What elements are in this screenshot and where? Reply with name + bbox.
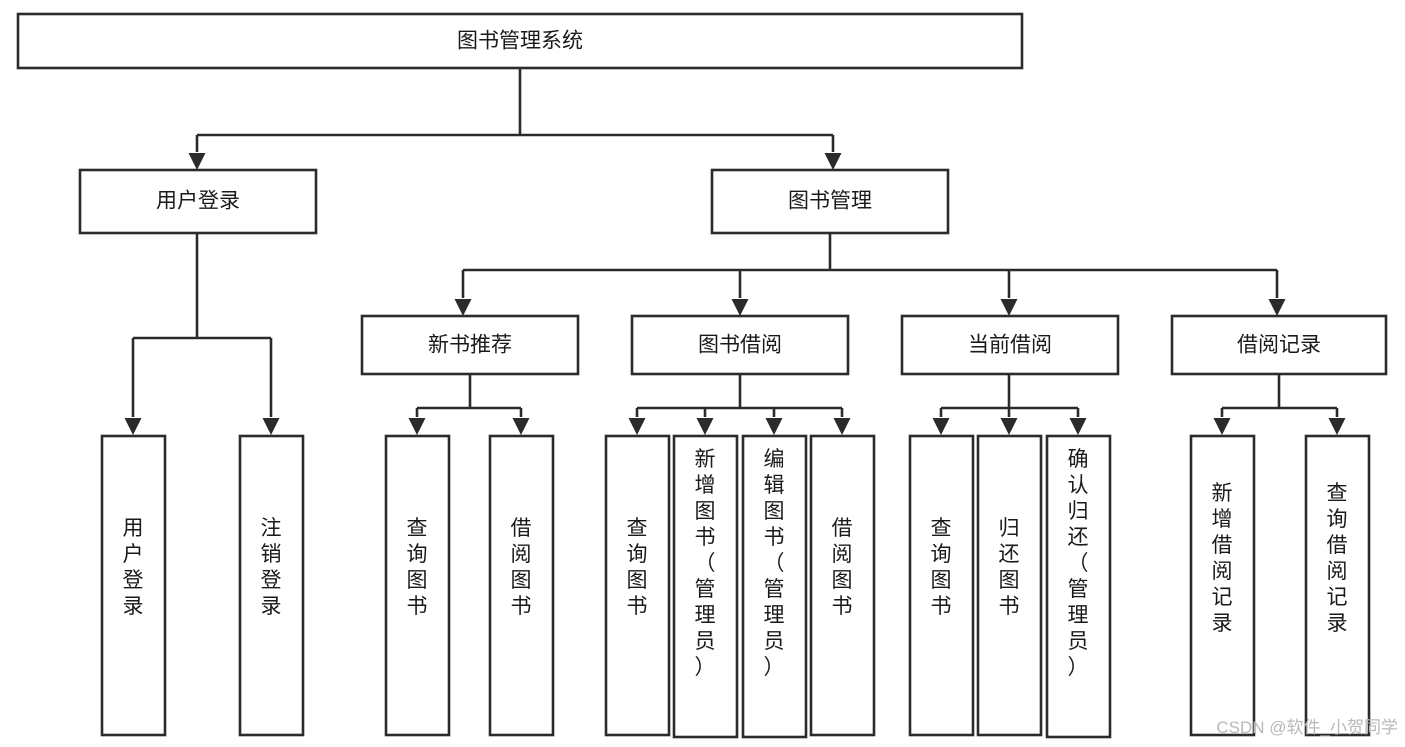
node-new-book-recommend[interactable]: 新书推荐 [360,314,580,376]
arrow-to-leaf-return-book [1000,418,1018,435]
node-leaf-confirm-return[interactable]: 确认归还（管理员） [1045,434,1112,739]
node-leaf-logout-login-box[interactable] [238,434,305,737]
node-leaf-add-record[interactable]: 新增借阅记录 [1189,434,1256,737]
node-leaf-query-book-3[interactable]: 查询图书 [908,434,975,737]
arrow-to-leaf-borrow-book-2 [833,418,851,435]
node-leaf-query-book-1-label: 查询图书 [407,517,428,618]
arrow-to-leaf-confirm-return [1069,418,1087,435]
node-leaf-return-book-box[interactable] [976,434,1043,737]
node-leaf-logout-login-label: 注销登录 [261,517,282,618]
node-leaf-return-book-label: 归还图书 [999,517,1020,618]
arrow-to-leaf-query-book-3 [932,418,950,435]
arrow-to-leaf-user-login [124,418,142,435]
arrow-to-leaf-query-book-1 [408,418,426,435]
node-root[interactable]: 图书管理系统 [16,12,1024,70]
node-book-borrow[interactable]: 图书借阅 [630,314,850,376]
node-leaf-query-book-3-label: 查询图书 [931,517,952,618]
node-leaf-confirm-return-label: 确认归还（管理员） [1068,448,1089,679]
node-book-manage-box[interactable] [710,168,950,235]
node-book-borrow-label: 图书借阅 [698,334,782,357]
arrow-to-leaf-query-record [1328,418,1346,435]
node-leaf-add-book-label: 新增图书（管理员） [695,448,716,679]
node-new-book-recommend-box[interactable] [360,314,580,376]
node-leaf-query-book-2-box[interactable] [604,434,671,737]
node-leaf-borrow-book-1-label: 借阅图书 [511,517,532,618]
arrow-to-leaf-edit-book [765,418,783,435]
node-root-label: 图书管理系统 [457,30,583,53]
node-current-borrow-box[interactable] [900,314,1120,376]
arrow-to-leaf-add-record [1213,418,1231,435]
node-leaf-edit-book[interactable]: 编辑图书（管理员） [741,434,808,739]
node-user-login[interactable]: 用户登录 [78,168,318,235]
arrow-to-book-borrow [731,299,749,316]
node-leaf-query-book-1-box[interactable] [384,434,451,737]
node-leaf-borrow-book-1-box[interactable] [488,434,555,737]
node-leaf-query-record[interactable]: 查询借阅记录 [1304,434,1371,737]
node-leaf-borrow-book-2-label: 借阅图书 [832,517,853,618]
node-leaf-add-record-box[interactable] [1189,434,1256,737]
arrow-root-to-book-manage [824,153,842,170]
node-leaf-query-book-3-box[interactable] [908,434,975,737]
node-leaf-confirm-return-box[interactable] [1045,434,1112,739]
node-leaf-borrow-book-1[interactable]: 借阅图书 [488,434,555,737]
node-leaf-borrow-book-2-box[interactable] [809,434,876,737]
node-leaf-return-book[interactable]: 归还图书 [976,434,1043,737]
node-leaf-query-record-label: 查询借阅记录 [1327,482,1348,635]
arrow-to-current-borrow [1000,299,1018,316]
node-leaf-query-book-2[interactable]: 查询图书 [604,434,671,737]
csdn-watermark: CSDN @软件_小贺同学 [1216,718,1398,737]
node-leaf-query-record-box[interactable] [1304,434,1371,737]
node-leaf-logout-login[interactable]: 注销登录 [238,434,305,737]
arrow-to-leaf-add-book [696,418,714,435]
node-book-manage[interactable]: 图书管理 [710,168,950,235]
node-leaf-add-book-box[interactable] [672,434,739,739]
arrow-to-leaf-query-book-2 [628,418,646,435]
node-book-borrow-box[interactable] [630,314,850,376]
node-leaf-add-book[interactable]: 新增图书（管理员） [672,434,739,739]
node-current-borrow-label: 当前借阅 [968,334,1052,357]
node-leaf-borrow-book-2[interactable]: 借阅图书 [809,434,876,737]
node-leaf-user-login[interactable]: 用户登录 [100,434,167,737]
node-book-manage-label: 图书管理 [788,190,872,213]
node-borrow-record[interactable]: 借阅记录 [1170,314,1388,376]
node-leaf-edit-book-label: 编辑图书（管理员） [764,448,785,679]
node-leaf-edit-book-box[interactable] [741,434,808,739]
arrow-to-borrow-record [1268,299,1286,316]
node-borrow-record-box[interactable] [1170,314,1388,376]
arrow-to-leaf-borrow-book-1 [512,418,530,435]
node-new-book-recommend-label: 新书推荐 [428,334,512,357]
node-leaf-query-book-1[interactable]: 查询图书 [384,434,451,737]
arrow-root-to-user-login [188,153,206,170]
node-user-login-label: 用户登录 [156,190,240,213]
node-leaf-user-login-box[interactable] [100,434,167,737]
node-leaf-user-login-label: 用户登录 [123,517,144,618]
connector-layer [124,69,1346,435]
node-leaf-add-record-label: 新增借阅记录 [1212,482,1233,635]
node-leaf-query-book-2-label: 查询图书 [627,517,648,618]
node-borrow-record-label: 借阅记录 [1237,334,1321,357]
node-user-login-box[interactable] [78,168,318,235]
arrow-to-new-book-recommend [454,299,472,316]
node-current-borrow[interactable]: 当前借阅 [900,314,1120,376]
node-root-box[interactable] [16,12,1024,70]
arrow-to-leaf-logout-login [262,418,280,435]
